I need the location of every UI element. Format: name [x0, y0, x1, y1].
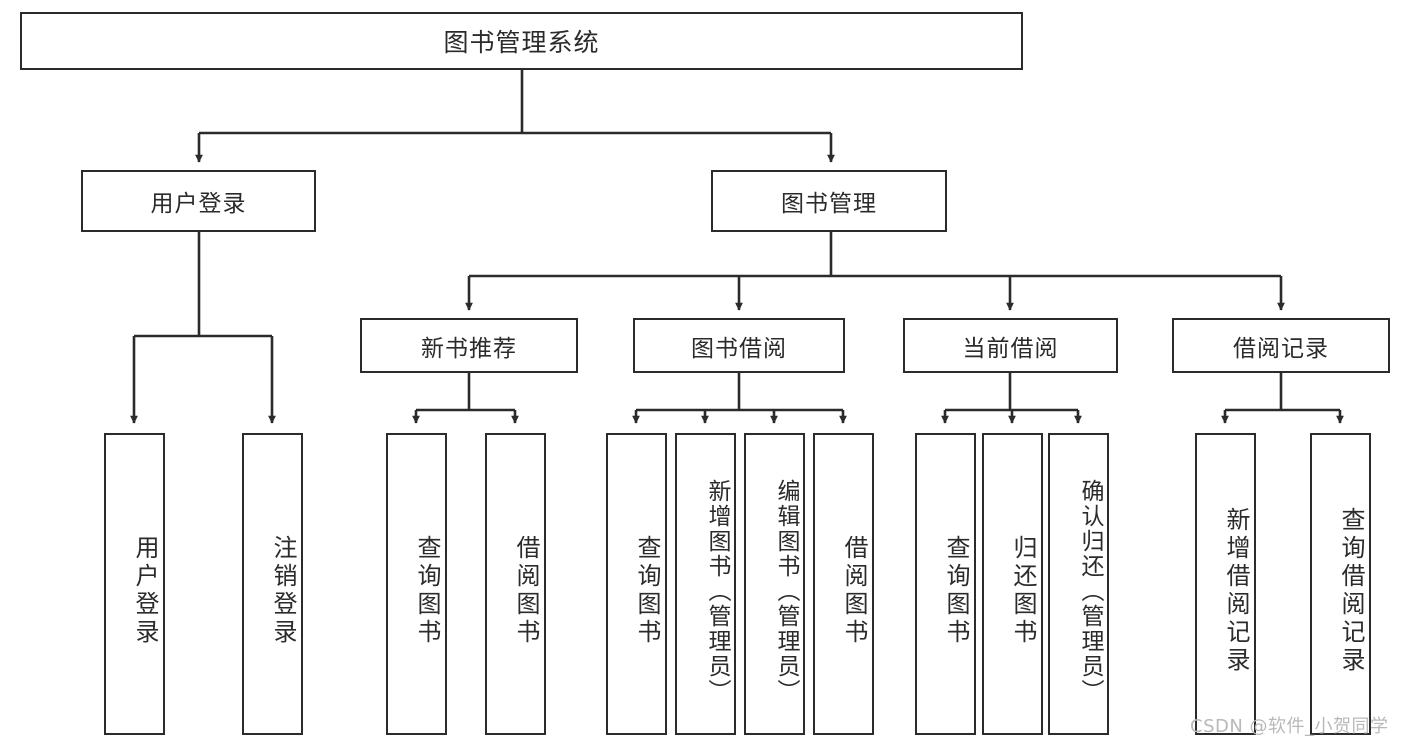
node-current-borrow[interactable]: 当前借阅 [903, 318, 1118, 373]
leaf-query-book-borrow[interactable]: 查询图书 [606, 433, 667, 735]
leaf-user-login[interactable]: 用户登录 [104, 433, 165, 735]
leaf-confirm-return-admin[interactable]: 确认归还（管理员） [1048, 433, 1109, 735]
node-new-book-recommend[interactable]: 新书推荐 [360, 318, 578, 373]
node-book-manage[interactable]: 图书管理 [711, 170, 947, 232]
leaf-add-borrow-record[interactable]: 新增借阅记录 [1195, 433, 1256, 735]
node-book-borrow[interactable]: 图书借阅 [633, 318, 845, 373]
leaf-query-borrow-record[interactable]: 查询借阅记录 [1310, 433, 1371, 735]
node-user-login[interactable]: 用户登录 [81, 170, 316, 232]
node-borrow-record[interactable]: 借阅记录 [1172, 318, 1390, 373]
leaf-add-book-admin[interactable]: 新增图书（管理员） [675, 433, 736, 735]
node-root[interactable]: 图书管理系统 [20, 12, 1023, 70]
leaf-query-book-recommend[interactable]: 查询图书 [386, 433, 447, 735]
leaf-return-book[interactable]: 归还图书 [982, 433, 1043, 735]
leaf-borrow-book-recommend[interactable]: 借阅图书 [485, 433, 546, 735]
leaf-edit-book-admin[interactable]: 编辑图书（管理员） [744, 433, 805, 735]
leaf-query-book-current[interactable]: 查询图书 [915, 433, 976, 735]
leaf-logout-login[interactable]: 注销登录 [242, 433, 303, 735]
leaf-borrow-book[interactable]: 借阅图书 [813, 433, 874, 735]
watermark: CSDN @软件_小贺同学 [1190, 716, 1389, 737]
